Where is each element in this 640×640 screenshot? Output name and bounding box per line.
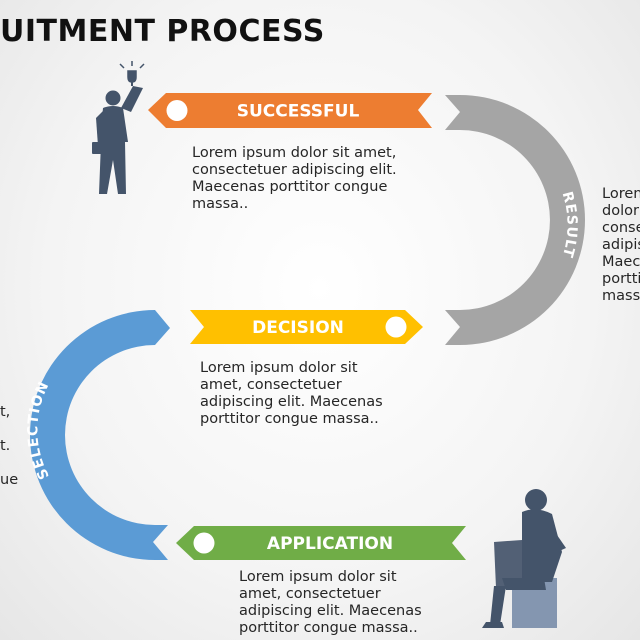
right-partial-line: conse: [602, 220, 640, 236]
right-partial-line: Loren: [602, 186, 640, 202]
result-arc-label: RESULT: [559, 190, 580, 260]
right-partial-line: dolor: [602, 203, 639, 219]
left-partial-description: t, t. ue: [0, 404, 22, 489]
application-description: Lorem ipsum dolor sit amet, consectetuer…: [239, 569, 422, 636]
application-banner: APPLICATION: [176, 526, 466, 560]
result-arc: [445, 95, 585, 345]
successful-banner: SUCCESSFUL: [148, 93, 432, 128]
selection-arc: [30, 310, 170, 560]
result-arc-text: RESULT: [559, 190, 579, 260]
left-partial-spacer: [0, 455, 22, 472]
application-marker-icon: [193, 532, 215, 554]
left-partial-line: t.: [0, 438, 11, 454]
decision-label: DECISION: [252, 318, 344, 338]
decision-banner: DECISION: [190, 310, 423, 344]
left-partial-line: ue: [0, 472, 19, 488]
successful-marker-icon: [166, 100, 188, 121]
decision-description: Lorem ipsum dolor sit amet, consectetuer…: [200, 360, 383, 427]
right-partial-line: massa: [602, 288, 640, 304]
left-partial-spacer: [0, 421, 22, 438]
right-partial-line: adipis: [602, 237, 640, 253]
decision-marker-icon: [385, 316, 407, 338]
successful-label: SUCCESSFUL: [237, 102, 360, 122]
person-with-laptop-icon: [482, 489, 566, 628]
left-partial-line: t,: [0, 404, 11, 420]
right-partial-description: Loren dolor conse adipis Maece portti ma…: [602, 186, 640, 305]
right-partial-line: portti: [602, 271, 640, 287]
application-label: APPLICATION: [267, 534, 393, 554]
successful-description: Lorem ipsum dolor sit amet, consectetuer…: [192, 145, 397, 212]
page-title: UITMENT PROCESS: [0, 14, 325, 49]
person-holding-trophy-icon: [92, 61, 145, 194]
right-partial-line: Maece: [602, 254, 640, 270]
